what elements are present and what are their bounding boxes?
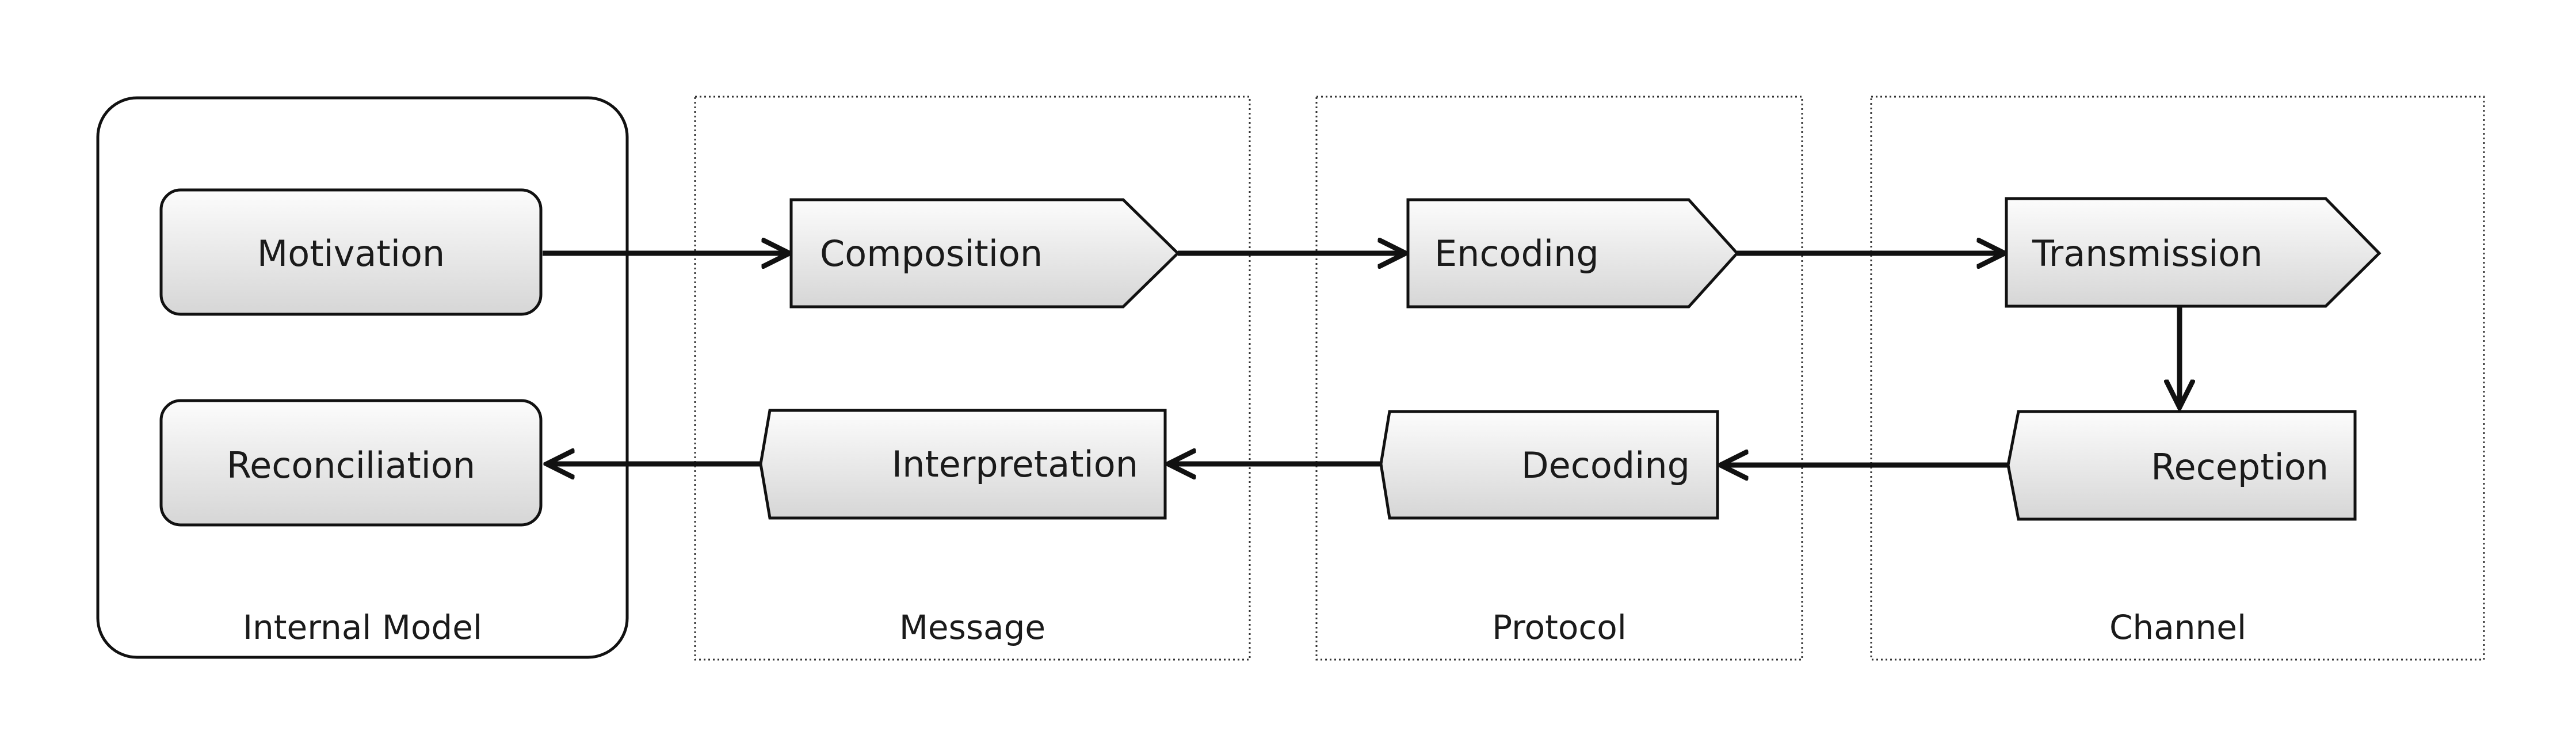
node-interpretation: Interpretation xyxy=(759,409,1167,520)
flow-arrows xyxy=(543,253,2180,465)
group-protocol: Protocol xyxy=(1315,96,1803,661)
node-label-composition: Composition xyxy=(820,233,1043,275)
node-reception: Reception xyxy=(2006,410,2357,521)
group-label-channel: Channel xyxy=(2109,608,2246,647)
node-label-reception: Reception xyxy=(2151,446,2329,488)
group-channel: Channel xyxy=(1870,96,2485,661)
node-label-motivation: Motivation xyxy=(257,233,445,275)
node-label-encoding: Encoding xyxy=(1434,233,1599,275)
node-label-reconciliation: Reconciliation xyxy=(227,444,475,486)
node-composition: Composition xyxy=(789,198,1180,309)
group-label-message: Message xyxy=(899,608,1045,647)
node-label-transmission: Transmission xyxy=(2032,233,2263,275)
node-motivation: Motivation xyxy=(159,188,543,316)
group-internal-model: Internal Model xyxy=(96,96,629,659)
group-message: Message xyxy=(694,96,1251,661)
group-label-protocol: Protocol xyxy=(1492,608,1627,647)
node-reconciliation: Reconciliation xyxy=(159,399,543,527)
node-decoding: Decoding xyxy=(1379,410,1719,520)
node-label-interpretation: Interpretation xyxy=(892,443,1138,485)
node-transmission: Transmission xyxy=(2005,197,2382,308)
node-label-decoding: Decoding xyxy=(1521,444,1690,486)
group-label-internal-model: Internal Model xyxy=(243,608,482,647)
node-encoding: Encoding xyxy=(1406,198,1739,309)
